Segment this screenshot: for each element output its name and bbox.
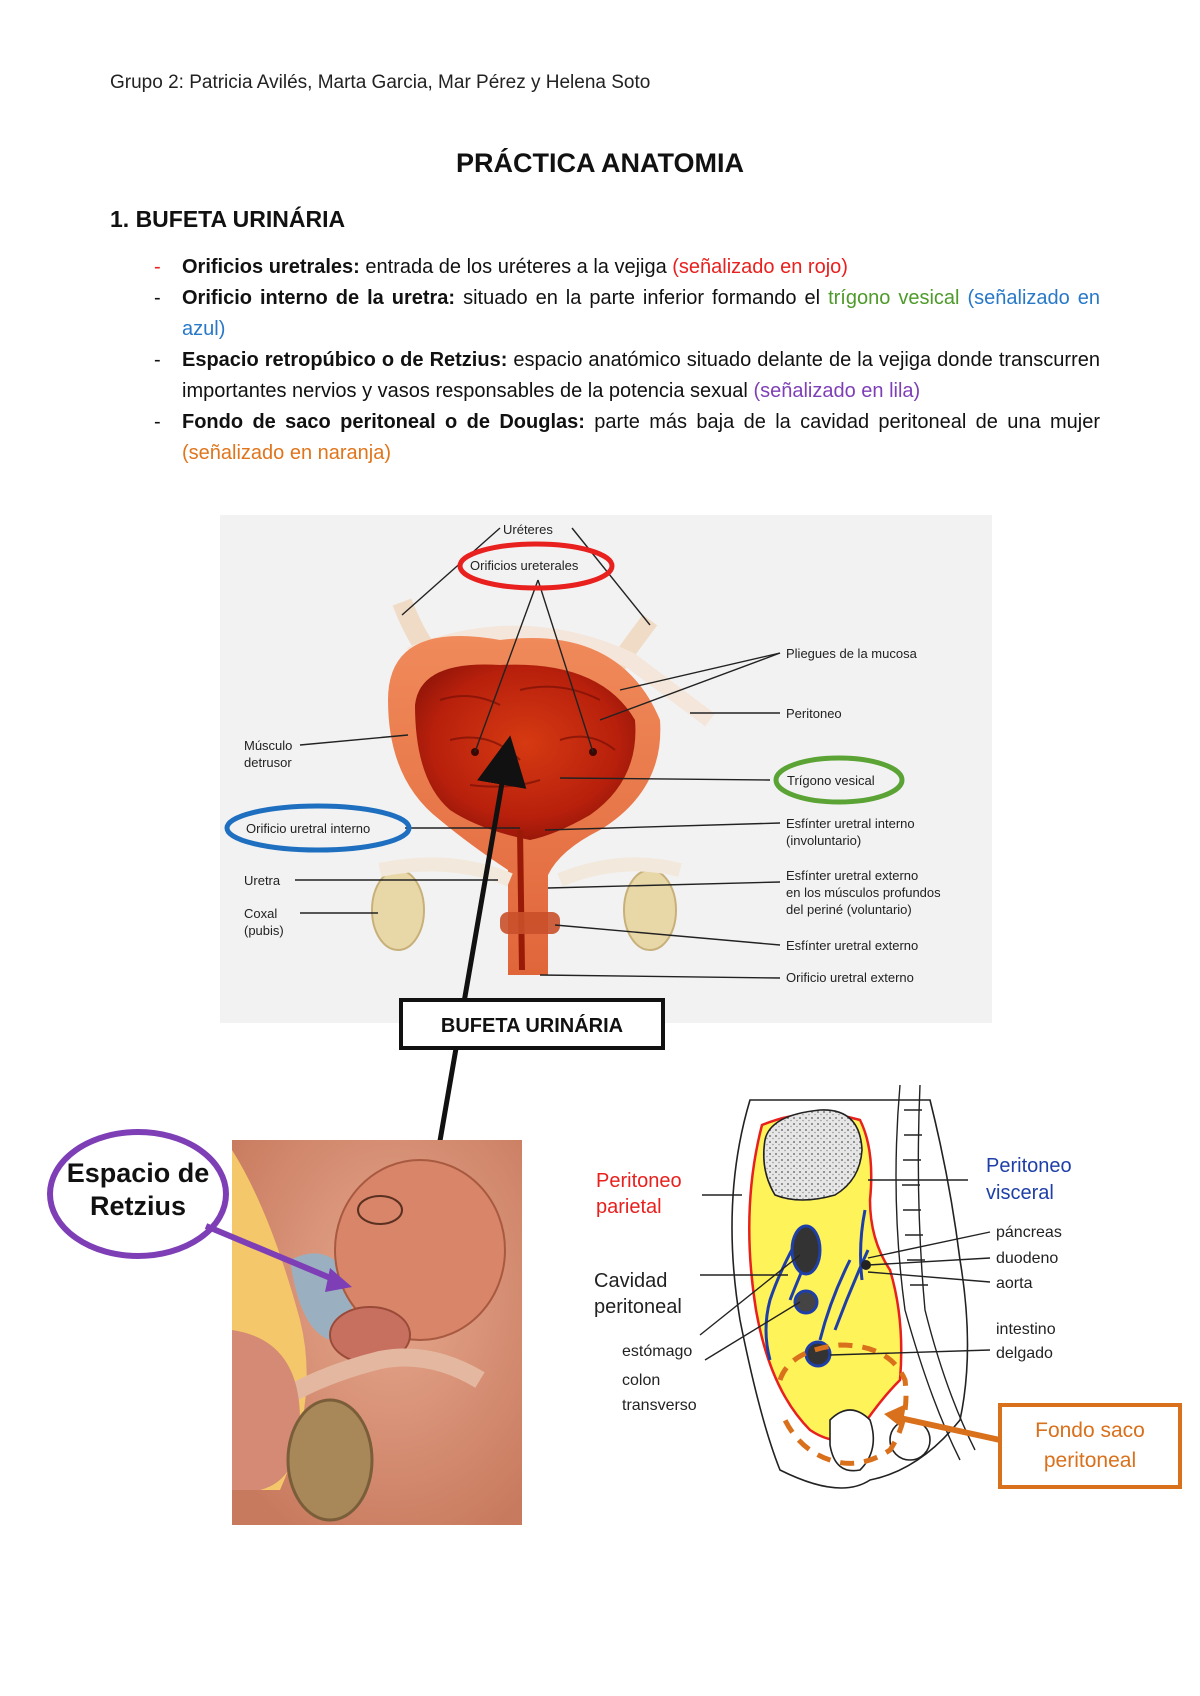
label-coxal: Coxal xyxy=(244,906,277,921)
label-uretra: Uretra xyxy=(244,873,281,888)
label-esfinter-interno-1: Esfínter uretral interno xyxy=(786,816,915,831)
bullet-dash: - xyxy=(154,349,161,371)
bullet-dash: - xyxy=(154,287,161,309)
center-label-group: BUFETA URINÁRIA xyxy=(399,735,665,1235)
label-visceral-1: Peritoneo xyxy=(986,1155,1072,1177)
bullet-item: - Espacio retropúbico o de Retzius: espa… xyxy=(110,345,1100,407)
testis xyxy=(286,1398,374,1522)
retzius-label-line1: Espacio de xyxy=(67,1158,210,1188)
douglas-box xyxy=(998,1403,1182,1489)
peritoneum-figure: Peritoneo parietal Peritoneo visceral Ca… xyxy=(594,1084,1182,1489)
label-trigono: Trígono vesical xyxy=(787,773,875,788)
label-musculo: Músculo xyxy=(244,738,292,753)
bullet-color-note: (señalizado en naranja) xyxy=(182,442,392,464)
label-pancreas: páncreas xyxy=(996,1224,1062,1241)
bullet-highlight: trígono vesical xyxy=(828,287,960,309)
retzius-arrowhead xyxy=(325,1268,352,1292)
label-esfinter-externo: Esfínter uretral externo xyxy=(786,938,918,953)
bullet-color-note: (señalizado en lila) xyxy=(753,380,921,402)
label-intestino-2: delgado xyxy=(996,1345,1053,1362)
bullet-dash: - xyxy=(154,411,161,433)
transverse-colon xyxy=(793,1289,819,1315)
page-title: PRÁCTICA ANATOMIA xyxy=(456,148,744,178)
liver xyxy=(762,1109,863,1201)
uterus xyxy=(829,1409,875,1472)
label-esfinter-externo-m3: del periné (voluntario) xyxy=(786,902,912,917)
bladder-figure: Uréteres Orificios ureterales Pliegues d… xyxy=(220,515,992,1023)
left-pubic-bone xyxy=(371,869,425,951)
douglas-arrow xyxy=(899,1415,1001,1443)
bullet-item: - Fondo de saco peritoneal o de Douglas:… xyxy=(110,407,1100,469)
peritoneum-leader-lines xyxy=(699,1179,991,1361)
label-colon-1: colon xyxy=(622,1372,660,1389)
douglas-box-line1: Fondo saco xyxy=(1035,1419,1145,1442)
label-orificio-externo: Orificio uretral externo xyxy=(786,970,914,985)
label-esfinter-interno-2: (involuntario) xyxy=(786,833,861,848)
label-estomago: estómago xyxy=(622,1343,692,1360)
label-ureteres: Uréteres xyxy=(503,522,553,537)
external-sphincter xyxy=(500,912,560,934)
center-box-label: BUFETA URINÁRIA xyxy=(441,1014,623,1037)
bladder-outline xyxy=(357,1195,403,1225)
douglas-arrowhead xyxy=(884,1404,906,1428)
retzius-highlight-oval xyxy=(47,1129,229,1259)
label-cavidad-1: Cavidad xyxy=(594,1270,667,1292)
bullet-term: Orificio interno de la uretra: xyxy=(182,287,456,309)
bullet-text: situado en la parte inferior formando el xyxy=(455,287,829,309)
label-pliegues: Pliegues de la mucosa xyxy=(786,646,918,661)
bullet-color-note: (señalizado en azul) xyxy=(182,287,1100,340)
peritoneum-labels: Peritoneo parietal Peritoneo visceral Ca… xyxy=(594,1155,1072,1318)
peritoneum-small-labels: páncreas duodeno aorta intestino delgado… xyxy=(622,1224,1062,1414)
green-highlight-oval xyxy=(773,755,905,805)
bullet-text: parte más baja de la cavidad peritoneal … xyxy=(584,411,1100,433)
label-visceral-2: visceral xyxy=(986,1182,1054,1204)
label-cavidad-2: peritoneal xyxy=(594,1296,682,1318)
label-aorta: aorta xyxy=(996,1275,1033,1292)
spine xyxy=(895,1084,976,1461)
center-box xyxy=(399,998,665,1050)
stomach xyxy=(790,1224,822,1276)
retzius-label-line2: Retzius xyxy=(90,1191,186,1221)
bullet-color-note: (señalizado en rojo) xyxy=(672,256,848,278)
bullet-text: entrada de los uréteres a la vejiga xyxy=(359,256,673,278)
right-pubic-bone xyxy=(623,869,677,951)
label-parietal-1: Peritoneo xyxy=(596,1170,682,1192)
bullet-text: espacio anatómico situado delante de la … xyxy=(182,349,1100,402)
label-orificio-interno: Orificio uretral interno xyxy=(246,821,370,836)
label-intestino-1: intestino xyxy=(996,1321,1056,1338)
bullet-list: - Orificios uretrales: entrada de los ur… xyxy=(110,252,1100,469)
bullet-term: Fondo de saco peritoneal o de Douglas: xyxy=(182,411,585,433)
label-parietal-2: parietal xyxy=(596,1196,662,1218)
label-pubis: (pubis) xyxy=(244,923,284,938)
bullet-term: Espacio retropúbico o de Retzius: xyxy=(182,349,508,371)
bladder-labels: Uréteres Orificios ureterales Pliegues d… xyxy=(244,522,941,985)
label-peritoneo: Peritoneo xyxy=(786,706,842,721)
retzius-figure: Espacio de Retzius xyxy=(47,1129,522,1525)
bullet-term: Orificios uretrales: xyxy=(182,256,360,278)
body-outline xyxy=(731,1099,969,1489)
retzius-arrow xyxy=(204,1223,342,1285)
label-esfinter-externo-m1: Esfínter uretral externo xyxy=(786,868,918,883)
header-authors: Grupo 2: Patricia Avilés, Marta Garcia, … xyxy=(110,72,651,93)
label-detrusor: detrusor xyxy=(244,755,292,770)
label-duodeno: duodeno xyxy=(996,1250,1058,1267)
penis xyxy=(232,1330,300,1490)
bladder xyxy=(334,1159,506,1341)
bullet-dash: - xyxy=(154,256,161,278)
urethra xyxy=(517,829,525,971)
bullet-item: - Orificios uretrales: entrada de los ur… xyxy=(110,252,1100,283)
label-colon-2: transverso xyxy=(622,1397,697,1414)
bullet-item: - Orificio interno de la uretra: situado… xyxy=(110,283,1100,345)
douglas-box-line2: peritoneal xyxy=(1044,1449,1136,1472)
red-highlight-oval xyxy=(457,541,615,591)
section-title: 1. BUFETA URINÁRIA xyxy=(110,206,346,232)
right-pelvic-fold xyxy=(557,857,682,887)
label-orificios-ureterales: Orificios ureterales xyxy=(470,558,579,573)
double-arrow xyxy=(407,735,527,1235)
label-esfinter-externo-m2: en los músculos profundos xyxy=(786,885,941,900)
duodenum xyxy=(861,1260,871,1270)
